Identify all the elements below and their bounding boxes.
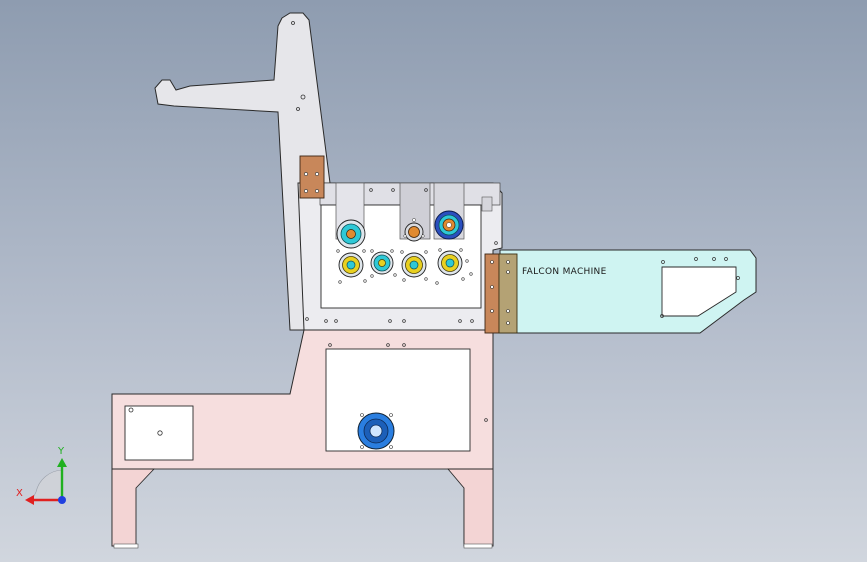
roller-blue-top xyxy=(434,210,464,240)
roller-yellow-1 xyxy=(338,252,364,278)
roller-yellow-3 xyxy=(401,252,427,278)
base-hole xyxy=(402,343,406,347)
panel-hole xyxy=(402,319,406,323)
x-axis-label: X xyxy=(16,488,23,499)
roller-yellow-4 xyxy=(437,250,463,276)
table-hole xyxy=(736,276,740,280)
foot-left xyxy=(113,543,139,549)
panel-hole xyxy=(391,188,395,192)
foot-right xyxy=(463,543,493,549)
control-box-left xyxy=(124,405,194,461)
table-hole xyxy=(712,257,716,261)
table-hole xyxy=(694,257,698,261)
bracket-top-copper xyxy=(299,155,325,199)
panel-hole xyxy=(324,319,328,323)
control-box-hole xyxy=(128,407,134,413)
panel-hole xyxy=(388,319,392,323)
roller-cyan-top xyxy=(336,219,366,249)
frame-arm xyxy=(154,12,331,331)
control-box-hole xyxy=(157,430,163,436)
z-axis-dot xyxy=(58,496,66,504)
panel-hole xyxy=(424,188,428,192)
bracket-bolt xyxy=(490,309,494,313)
bracket-bolt xyxy=(304,172,308,176)
arm-hole xyxy=(291,21,295,25)
motor-blue xyxy=(357,412,395,450)
bracket-bolt xyxy=(490,260,494,264)
base-leg-right xyxy=(447,468,494,547)
panel-hole xyxy=(458,319,462,323)
base-hole xyxy=(328,343,332,347)
bracket-bolt xyxy=(490,285,494,289)
arm-hole xyxy=(300,94,306,100)
triad-plane xyxy=(31,469,63,501)
y-axis-arrowhead xyxy=(57,458,67,467)
panel-hole xyxy=(334,319,338,323)
table-hole xyxy=(660,314,664,318)
base-hole xyxy=(484,418,488,422)
guide-tab xyxy=(481,196,493,212)
x-axis-arrowhead xyxy=(25,495,34,505)
panel-hole xyxy=(305,317,309,321)
arm-hole xyxy=(296,107,300,111)
roller-cyan-2 xyxy=(370,251,394,275)
bracket-bolt xyxy=(506,270,510,274)
base-hole xyxy=(386,343,390,347)
machine-brand-label: FALCON MACHINE xyxy=(522,267,607,277)
roller-mount-holes xyxy=(336,248,473,285)
bracket-side-copper xyxy=(484,253,500,334)
table-hole xyxy=(724,257,728,261)
bracket-bolt xyxy=(315,189,319,193)
bracket-side-olive xyxy=(498,253,518,334)
table-hole xyxy=(661,260,665,264)
panel-hole xyxy=(470,319,474,323)
bracket-bolt xyxy=(506,321,510,325)
bracket-bolt xyxy=(506,260,510,264)
feed-table-window xyxy=(661,266,737,317)
panel-hole xyxy=(369,188,373,192)
roller-orange-top xyxy=(403,218,425,242)
bracket-bolt xyxy=(315,172,319,176)
panel-hole xyxy=(494,241,498,245)
bracket-bolt xyxy=(506,309,510,313)
base-window xyxy=(325,348,471,452)
base-leg-left xyxy=(111,468,156,547)
y-axis-label: Y xyxy=(57,446,65,457)
bracket-bolt xyxy=(304,189,308,193)
coordinate-triad: Y X xyxy=(16,446,67,505)
